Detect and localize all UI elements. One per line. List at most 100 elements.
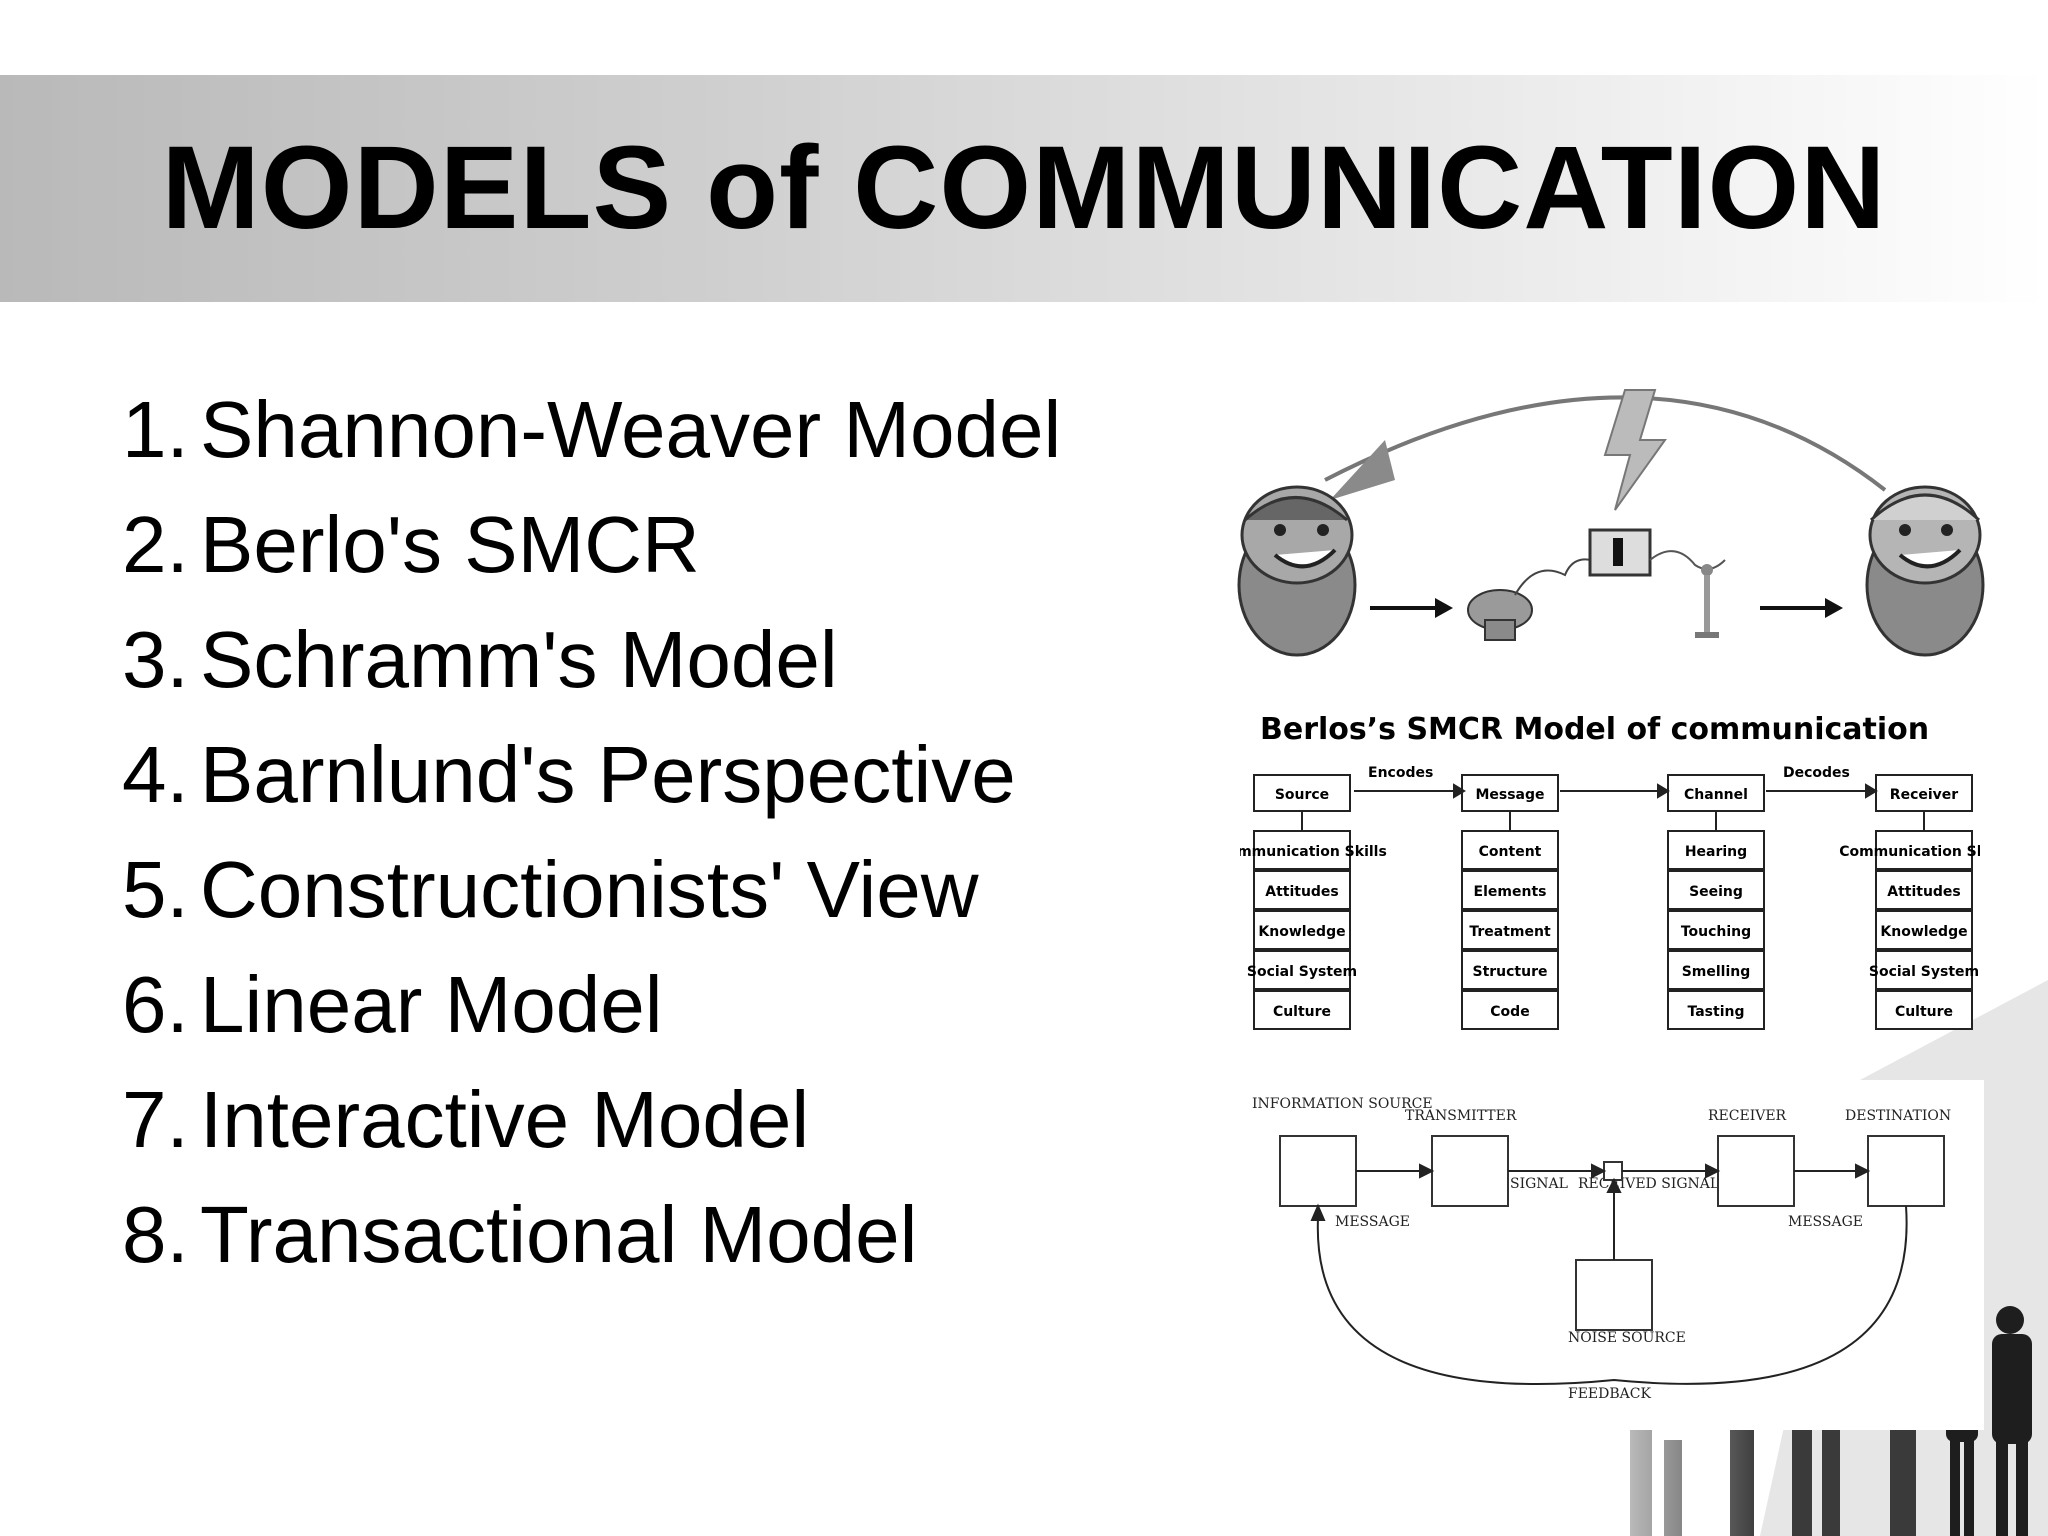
message-right-label: MESSAGE <box>1788 1214 1863 1230</box>
receiver-label: RECEIVER <box>1708 1108 1787 1124</box>
list-item: 8.Transactional Model <box>122 1177 1061 1292</box>
feedback-arc <box>1324 395 1887 492</box>
item-number: 7. <box>122 1074 189 1164</box>
smcr-item: Tasting <box>1687 1004 1744 1020</box>
smcr-column-head-box <box>1667 774 1765 812</box>
sender-character-icon <box>1237 485 1357 657</box>
receiver-character-icon <box>1865 485 1985 657</box>
item-number: 5. <box>122 844 189 934</box>
smcr-diagram: Berlos’s SMCR Model of communication Sou… <box>1240 712 1980 1030</box>
smcr-item-box <box>1461 870 1559 910</box>
info-source-label: INFORMATION SOURCE <box>1252 1096 1433 1112</box>
satellite-dish-icon <box>1467 558 1606 641</box>
transmitter-box-icon <box>1588 528 1726 577</box>
smcr-column-head: Channel <box>1684 787 1748 803</box>
slide-title: MODELS of COMMUNICATION <box>161 122 1887 254</box>
smcr-item-box <box>1875 870 1973 910</box>
smcr-item-box <box>1875 990 1973 1030</box>
smcr-item-box <box>1253 950 1351 990</box>
smcr-item: Social System <box>1247 964 1357 980</box>
smcr-item: Touching <box>1681 924 1751 940</box>
smcr-item-box <box>1461 910 1559 950</box>
noise-source-label: NOISE SOURCE <box>1568 1330 1686 1346</box>
list-item: 5.Constructionists' View <box>122 832 1061 947</box>
info-source-box <box>1279 1135 1357 1207</box>
smcr-item-box <box>1253 990 1351 1030</box>
shannon-cartoon-diagram <box>1237 389 1985 657</box>
decodes-label: Decodes <box>1783 765 1850 781</box>
smcr-column-head: Message <box>1475 787 1544 803</box>
item-label: Transactional Model <box>200 1189 918 1279</box>
item-label: Schramm's Model <box>200 614 838 704</box>
smcr-item: Attitudes <box>1265 884 1339 900</box>
smcr-item: Knowledge <box>1258 924 1345 940</box>
smcr-item: Elements <box>1474 884 1547 900</box>
destination-box <box>1867 1135 1945 1207</box>
smcr-item-box <box>1253 910 1351 950</box>
smcr-item: Communication Skills <box>1240 844 1387 860</box>
smcr-item: Smelling <box>1682 964 1751 980</box>
list-item: 6.Linear Model <box>122 947 1061 1062</box>
title-band <box>0 75 2048 302</box>
smcr-item: Content <box>1479 844 1542 860</box>
noise-source-box <box>1575 1259 1653 1331</box>
smcr-item-box <box>1667 950 1765 990</box>
smcr-item: Treatment <box>1469 924 1551 940</box>
smcr-item-box <box>1667 910 1765 950</box>
smcr-item: Hearing <box>1685 844 1747 860</box>
arrow-right-icon <box>1370 598 1453 618</box>
models-list: 1.Shannon-Weaver Model 2.Berlo's SMCR 3.… <box>122 372 1061 1292</box>
list-item: 7.Interactive Model <box>122 1062 1061 1177</box>
item-number: 3. <box>122 614 189 704</box>
smcr-item: Knowledge <box>1880 924 1967 940</box>
shannon-weaver-block-diagram: INFORMATION SOURCE TRANSMITTER RECEIVER … <box>1240 1080 1984 1430</box>
smcr-item-box <box>1875 910 1973 950</box>
receiver-box <box>1717 1135 1795 1207</box>
arrow-right-icon <box>1760 598 1843 618</box>
transmitter-label: TRANSMITTER <box>1405 1108 1517 1124</box>
smcr-item: Code <box>1490 1004 1529 1020</box>
item-label: Shannon-Weaver Model <box>200 384 1062 474</box>
item-label: Constructionists' View <box>200 844 979 934</box>
transmitter-box <box>1431 1135 1509 1207</box>
antenna-icon <box>1695 564 1719 638</box>
destination-label: DESTINATION <box>1845 1108 1951 1124</box>
lightning-bolt-icon <box>1603 389 1667 511</box>
item-label: Berlo's SMCR <box>200 499 700 589</box>
arc-arrowhead <box>1330 440 1395 500</box>
smcr-item: Social System <box>1869 964 1979 980</box>
list-item: 1.Shannon-Weaver Model <box>122 372 1061 487</box>
smcr-title: Berlos’s SMCR Model of communication <box>1260 712 1929 747</box>
item-label: Interactive Model <box>200 1074 810 1164</box>
item-label: Linear Model <box>200 959 663 1049</box>
signal-junction-box <box>1603 1161 1623 1181</box>
smcr-item-box <box>1875 950 1973 990</box>
list-item: 4.Barnlund's Perspective <box>122 717 1061 832</box>
smcr-item-box <box>1461 830 1559 870</box>
smcr-item-box <box>1253 830 1351 870</box>
encodes-label: Encodes <box>1368 765 1433 781</box>
smcr-item: Seeing <box>1689 884 1743 900</box>
smcr-column-head: Source <box>1275 787 1329 803</box>
smcr-item-box <box>1875 830 1973 870</box>
item-number: 8. <box>122 1189 189 1279</box>
list-item: 3.Schramm's Model <box>122 602 1061 717</box>
smcr-item: Structure <box>1472 964 1547 980</box>
smcr-item-box <box>1667 830 1765 870</box>
smcr-item-box <box>1461 990 1559 1030</box>
message-left-label: MESSAGE <box>1335 1214 1410 1230</box>
feedback-label: FEEDBACK <box>1568 1386 1651 1402</box>
smcr-item-box <box>1667 990 1765 1030</box>
smcr-item: Culture <box>1895 1004 1953 1020</box>
item-number: 1. <box>122 384 189 474</box>
list-item: 2.Berlo's SMCR <box>122 487 1061 602</box>
smcr-item-box <box>1667 870 1765 910</box>
item-number: 4. <box>122 729 189 819</box>
item-number: 6. <box>122 959 189 1049</box>
smcr-item-box <box>1461 950 1559 990</box>
signal-label: SIGNAL <box>1510 1176 1568 1192</box>
smcr-item: Culture <box>1273 1004 1331 1020</box>
received-signal-label: RECEIVED SIGNAL <box>1578 1176 1719 1192</box>
smcr-column-head: Receiver <box>1890 787 1958 803</box>
item-label: Barnlund's Perspective <box>200 729 1016 819</box>
